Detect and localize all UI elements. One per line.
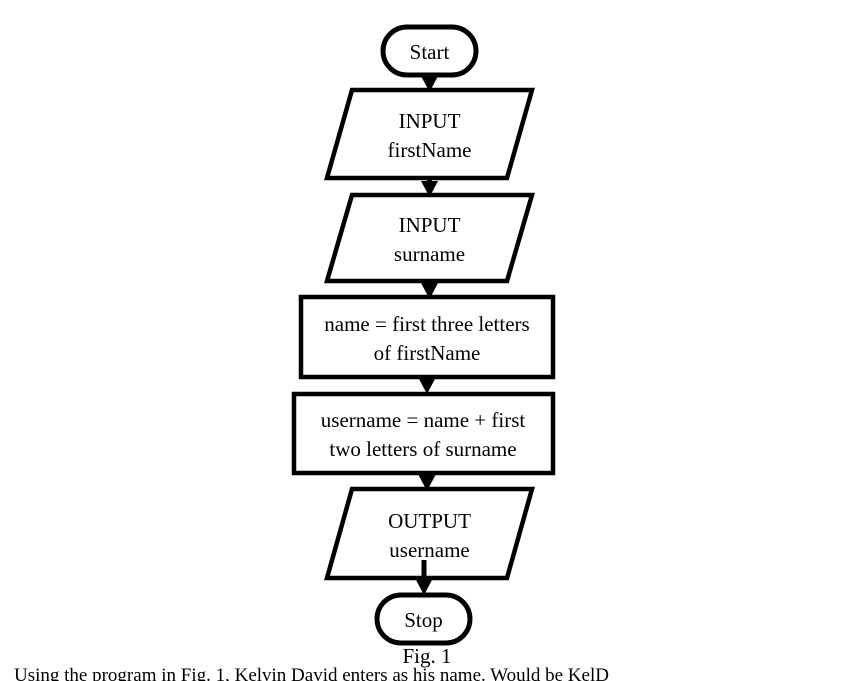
connector-arrowhead — [415, 579, 433, 595]
input-surname-label-line2: surname — [394, 242, 465, 266]
process-username-label-line2: two letters of surname — [329, 437, 516, 461]
figure-caption: Fig. 1 — [402, 644, 451, 668]
node-start: Start — [380, 24, 479, 78]
connector-input-firstname-to-input-surname — [421, 178, 438, 197]
process-name-label-line1: name = first three letters — [324, 312, 529, 336]
node-input-surname: INPUT surname — [324, 192, 535, 284]
connector-process-username-to-output-username — [418, 473, 436, 491]
connector-output-username-to-stop — [415, 560, 433, 595]
start-label: Start — [410, 40, 450, 64]
stop-shape — [374, 592, 473, 646]
node-output-username: OUTPUT username — [324, 486, 535, 581]
connector-arrowhead — [421, 76, 438, 92]
connector-arrowhead — [421, 181, 438, 197]
input-firstname-label-line1: INPUT — [399, 109, 461, 133]
process-username-shape — [291, 391, 556, 476]
node-input-firstname: INPUT firstName — [324, 87, 535, 181]
input-surname-shape — [324, 192, 535, 284]
input-firstname-shape — [324, 87, 535, 181]
connector-input-surname-to-process-name — [421, 281, 438, 299]
connector-start-to-input-firstname — [421, 75, 438, 92]
connector-arrowhead — [418, 475, 436, 491]
connector-process-name-to-process-username — [418, 377, 436, 394]
output-username-label-line2: username — [389, 538, 469, 562]
input-firstname-label-line2: firstName — [388, 138, 472, 162]
body-paragraph: Using the program in Fig. 1, Kelvin Davi… — [14, 665, 609, 681]
node-stop: Stop — [374, 592, 473, 646]
input-surname-label-line1: INPUT — [399, 213, 461, 237]
connector-arrowhead — [421, 283, 438, 299]
node-process-name: name = first three letters of firstName — [298, 294, 556, 380]
output-username-label-line1: OUTPUT — [388, 509, 471, 533]
stop-label: Stop — [404, 608, 443, 632]
connector-arrowhead — [418, 378, 436, 394]
process-username-label-line1: username = name + first — [321, 408, 526, 432]
node-process-username: username = name + first two letters of s… — [291, 391, 556, 476]
process-name-shape — [298, 294, 556, 380]
output-username-shape — [324, 486, 535, 581]
process-name-label-line2: of firstName — [374, 341, 481, 365]
